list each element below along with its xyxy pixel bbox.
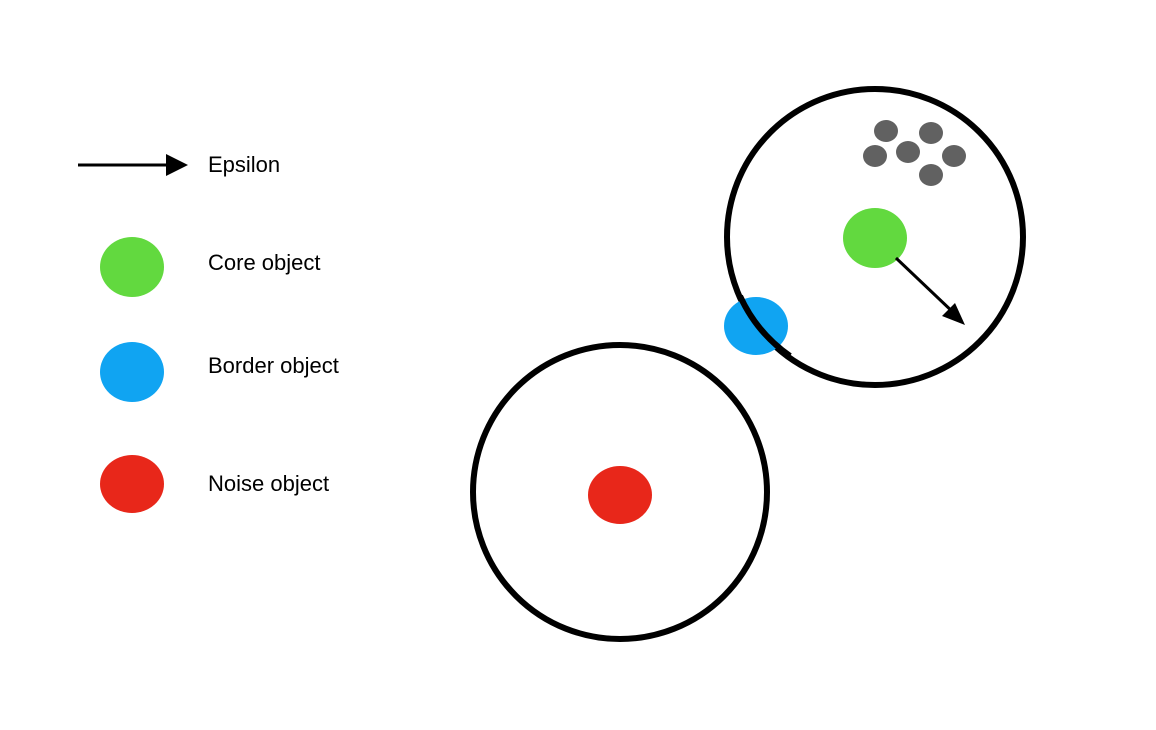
legend-item-core: Core object xyxy=(100,237,321,297)
noise-object-icon xyxy=(100,455,164,513)
core-neighborhood xyxy=(724,86,1026,388)
core-object-point xyxy=(843,208,907,268)
noise-neighborhood xyxy=(470,342,770,642)
legend: Epsilon Core object Border object Noise … xyxy=(78,152,339,513)
core-object-icon xyxy=(100,237,164,297)
neighbor-points xyxy=(863,120,966,186)
legend-label-core: Core object xyxy=(208,250,321,275)
neighbor-point xyxy=(896,141,920,163)
legend-item-epsilon: Epsilon xyxy=(78,152,280,177)
legend-label-epsilon: Epsilon xyxy=(208,152,280,177)
epsilon-circle-core-arc xyxy=(737,294,792,359)
noise-object-point xyxy=(588,466,652,524)
epsilon-radius-arrow-icon xyxy=(894,256,958,317)
neighbor-point xyxy=(863,145,887,167)
neighbor-point xyxy=(919,164,943,186)
epsilon-circle-noise xyxy=(470,342,770,642)
border-object-icon xyxy=(100,342,164,402)
neighbor-point xyxy=(919,122,943,144)
legend-item-border: Border object xyxy=(100,342,339,402)
neighbor-point xyxy=(874,120,898,142)
epsilon-arrowhead-icon xyxy=(166,154,188,176)
legend-label-noise: Noise object xyxy=(208,471,329,496)
epsilon-circle-core xyxy=(724,86,1026,388)
legend-item-noise: Noise object xyxy=(100,455,329,513)
legend-label-border: Border object xyxy=(208,353,339,378)
epsilon-radius-arrowhead-icon xyxy=(942,303,965,325)
neighbor-point xyxy=(942,145,966,167)
